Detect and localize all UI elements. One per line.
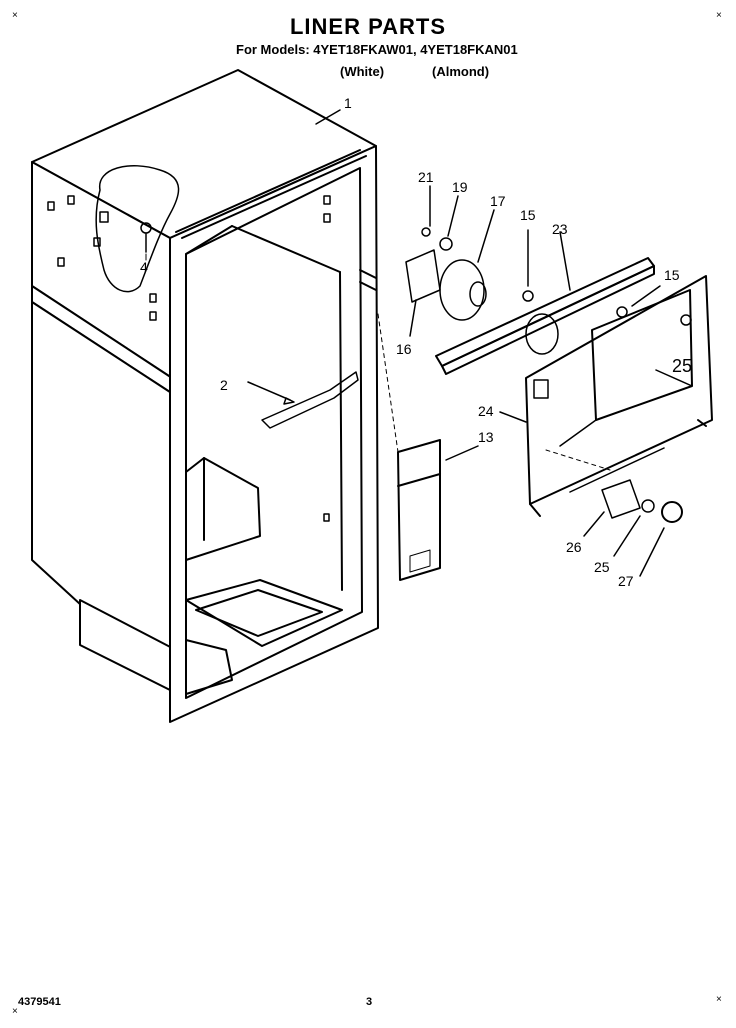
leader-1 — [315, 109, 341, 125]
callout-2: 2 — [220, 377, 228, 393]
callout-4: 4 — [140, 259, 148, 275]
callout-16: 16 — [396, 341, 412, 357]
callout-24: 24 — [478, 403, 494, 419]
parts-25-26-27 — [583, 479, 683, 577]
callout-26: 26 — [566, 539, 582, 555]
corner-mark-top-left: × — [12, 10, 18, 21]
corner-mark-top-right: × — [716, 10, 722, 21]
callout-19: 19 — [452, 179, 468, 195]
variant-white-label: (White) — [340, 64, 385, 79]
variant-almond-label: (Almond) — [432, 64, 490, 79]
callout-1: 1 — [344, 95, 352, 111]
callout-13: 13 — [478, 429, 494, 445]
fan-motor-assembly — [405, 185, 495, 337]
part-13-shield — [377, 313, 479, 581]
model-numbers: For Models: 4YET18FKAW01, 4YET18FKAN01 — [236, 42, 518, 57]
callout-27: 27 — [618, 573, 634, 589]
page-title: LINER PARTS — [289, 14, 447, 39]
part-number: 4379541 — [18, 996, 61, 1008]
callout-23: 23 — [552, 221, 568, 237]
part-2-bracket — [247, 371, 359, 429]
callout-17: 17 — [490, 193, 506, 209]
screws-15 — [522, 229, 661, 318]
liner-cabinet — [31, 69, 379, 723]
page-number: 3 — [366, 996, 373, 1008]
callout-21: 21 — [418, 169, 434, 185]
callout-15-upper: 15 — [520, 207, 536, 223]
callout-numbers: 1 2 4 13 15 15 16 17 19 21 23 24 25 25 2… — [140, 95, 692, 589]
part-23-duct — [435, 231, 655, 375]
part-24-cover — [499, 275, 713, 517]
corner-mark-bottom-right: × — [716, 994, 722, 1005]
callout-25-panel: 25 — [672, 356, 692, 376]
callout-15-right: 15 — [664, 267, 680, 283]
callout-25-lower: 25 — [594, 559, 610, 575]
corner-mark-bottom-left: × — [12, 1006, 18, 1017]
